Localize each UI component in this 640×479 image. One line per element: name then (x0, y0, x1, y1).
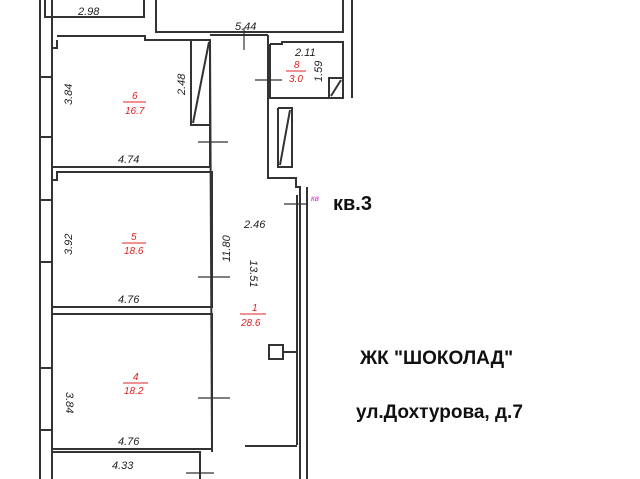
svg-text:5: 5 (131, 232, 137, 243)
dim-room4-width: 4.76 (118, 436, 140, 448)
dim-small-room-height: 1.59 (313, 61, 325, 82)
dim-corridor-length: 13.51 (247, 260, 259, 288)
dim-room6-height: 3.84 (63, 84, 75, 105)
dim-wall-length: 11.80 (221, 234, 233, 262)
room-5-label: 5 18.6 (122, 232, 146, 257)
complex-name: ЖК "ШОКОЛАД" (360, 348, 514, 369)
dim-small-room-width: 2.11 (294, 47, 316, 59)
room-4-label: 4 18.2 (123, 372, 148, 397)
dim-corridor-top: 5.44 (235, 21, 256, 33)
dim-closet-height: 2.48 (176, 73, 188, 96)
svg-text:6: 6 (132, 91, 138, 102)
svg-text:16.7: 16.7 (125, 106, 145, 117)
address: ул.Дохтурова, д.7 (356, 402, 523, 423)
walls (39, 0, 353, 479)
svg-text:3.0: 3.0 (289, 74, 303, 85)
svg-text:1: 1 (252, 303, 258, 314)
dim-room6-width: 4.74 (118, 154, 139, 166)
door-markers (186, 28, 306, 474)
svg-text:4: 4 (133, 372, 139, 383)
svg-text:18.2: 18.2 (124, 386, 144, 397)
apartment-label: кв.3 (333, 193, 372, 215)
room-6-label: 6 16.7 (123, 91, 146, 117)
dim-corridor-width: 2.46 (243, 219, 266, 231)
dim-bottom-room-width: 4.33 (112, 460, 134, 472)
room-8-label: 8 3.0 (286, 60, 306, 85)
room-1-label: 1 28.6 (240, 303, 266, 329)
dim-room4-height: 3.84 (63, 392, 75, 413)
svg-text:18.6: 18.6 (124, 246, 144, 257)
svg-text:8: 8 (294, 60, 300, 71)
dim-room5-height: 3.92 (63, 234, 75, 255)
dim-top-room-width: 2.98 (77, 6, 100, 18)
entrance-marker: кв (311, 194, 319, 203)
svg-text:28.6: 28.6 (240, 318, 261, 329)
dim-room5-width: 4.76 (118, 294, 140, 306)
